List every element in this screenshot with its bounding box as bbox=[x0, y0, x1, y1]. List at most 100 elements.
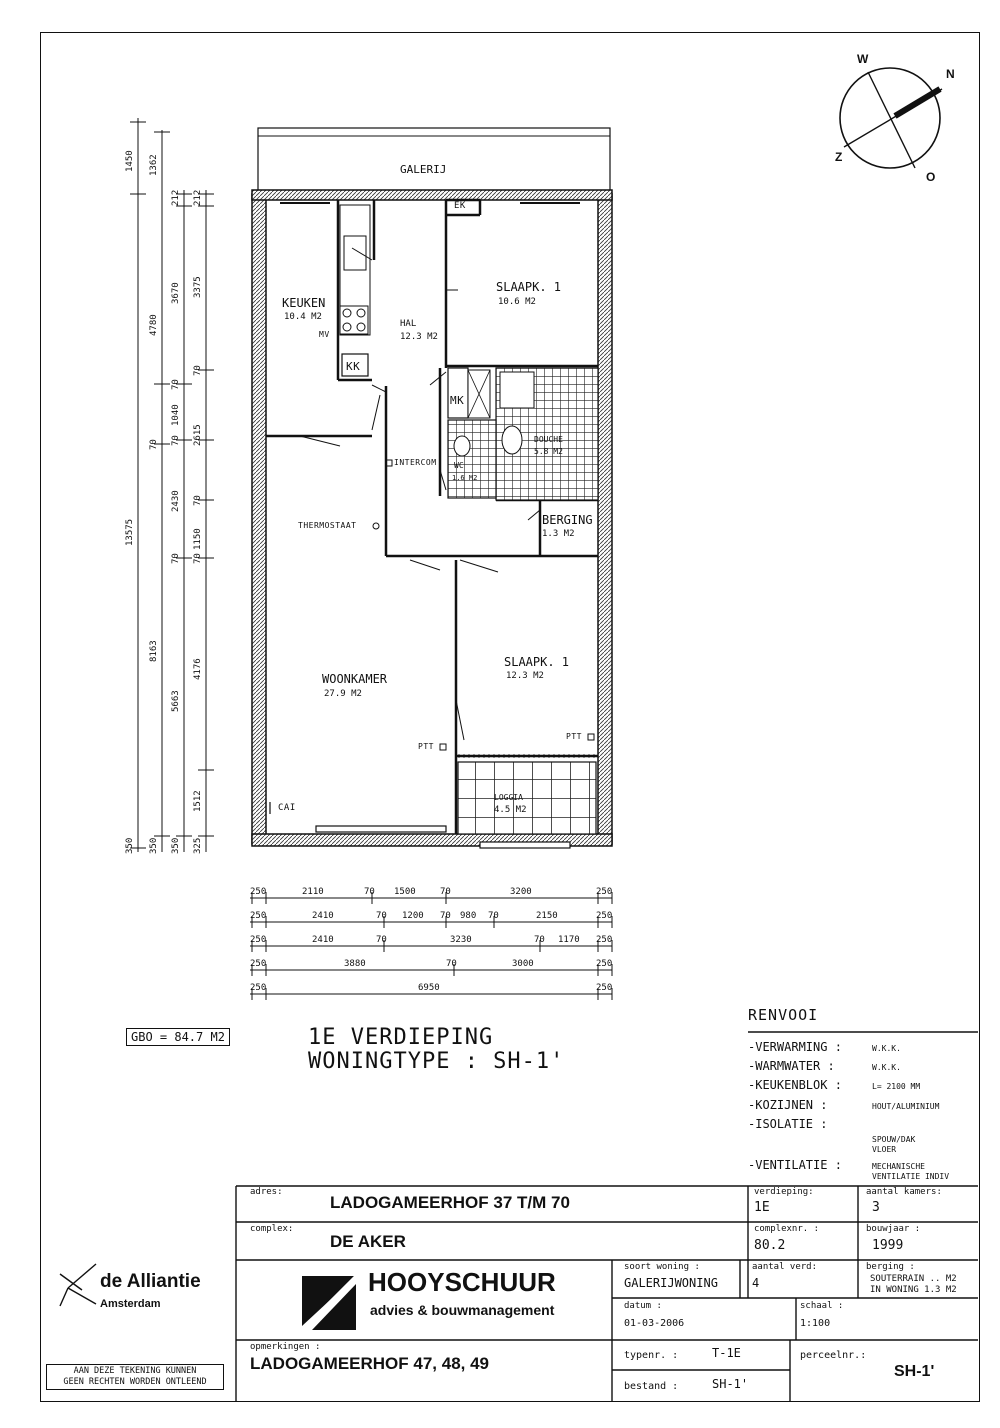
datum-label: datum : bbox=[624, 1301, 662, 1311]
room-keuken: KEUKEN bbox=[282, 296, 326, 310]
fixture-thermostaat: THERMOSTAAT bbox=[298, 521, 357, 530]
room-douche: DOUCHE bbox=[534, 435, 563, 444]
room-loggia: LOGGIA bbox=[494, 793, 523, 802]
aantal-kamers-label: aantal kamers: bbox=[866, 1187, 942, 1197]
hdim: 250 bbox=[596, 983, 613, 993]
perceelnr-value: SH-1' bbox=[894, 1363, 935, 1380]
renvooi-label: -ISOLATIE : bbox=[748, 1117, 828, 1131]
complexnr-label: complexnr. : bbox=[754, 1224, 820, 1234]
room-hal-area: 12.3 M2 bbox=[400, 332, 438, 342]
typenr-value: T-1E bbox=[712, 1346, 741, 1360]
room-slaapk1-top: SLAAPK. 1 bbox=[496, 280, 562, 294]
vdim: 4176 bbox=[193, 658, 203, 680]
vdim: 350 bbox=[125, 837, 135, 854]
compass-w: W bbox=[857, 52, 869, 66]
hdim: 250 bbox=[250, 983, 267, 993]
hooyschuur-logo-sub: advies & bouwmanagement bbox=[370, 1302, 555, 1318]
schaal-label: schaal : bbox=[800, 1301, 844, 1311]
fixture-cai: CAI bbox=[278, 803, 296, 813]
adres-label: adres: bbox=[250, 1187, 283, 1197]
renvooi-value: W.K.K. bbox=[872, 1063, 901, 1072]
vdim: 350 bbox=[171, 837, 181, 854]
vdim: 70 bbox=[149, 439, 159, 450]
fixture-kk: KK bbox=[346, 360, 361, 373]
bestand-label: bestand : bbox=[624, 1381, 679, 1392]
disclaimer-note: AAN DEZE TEKENING KUNNEN GEEN RECHTEN WO… bbox=[46, 1364, 224, 1390]
hdim: 1170 bbox=[558, 935, 580, 945]
gbo-box: GBO = 84.7 M2 bbox=[126, 1028, 230, 1046]
vdim: 350 bbox=[149, 837, 159, 854]
hdim: 250 bbox=[596, 935, 613, 945]
hdim: 2410 bbox=[312, 911, 334, 921]
fixture-intercom: INTERCOM bbox=[394, 458, 437, 467]
room-woonkamer: WOONKAMER bbox=[322, 672, 388, 686]
vdim: 1450 bbox=[125, 150, 135, 172]
room-loggia-area: 4.5 M2 bbox=[494, 805, 527, 815]
vdim: 1362 bbox=[149, 154, 159, 176]
aantal-verd-label: aantal verd: bbox=[752, 1262, 818, 1272]
vdim: 2615 bbox=[193, 424, 203, 446]
aantal-verd-value: 4 bbox=[752, 1276, 760, 1290]
hdim: 250 bbox=[596, 887, 613, 897]
bouwjaar-value: 1999 bbox=[872, 1238, 904, 1253]
vdim: 70 bbox=[193, 495, 203, 506]
alliantie-logo-text: de Alliantie bbox=[100, 1271, 201, 1292]
soort-woning-label: soort woning : bbox=[624, 1262, 700, 1272]
complexnr-value: 80.2 bbox=[754, 1238, 786, 1253]
hdim: 250 bbox=[596, 959, 613, 969]
renvooi-value: W.K.K. bbox=[872, 1044, 901, 1053]
alliantie-logo-sub: Amsterdam bbox=[100, 1298, 161, 1310]
berging-line1: SOUTERRAIN .. M2 bbox=[870, 1274, 957, 1284]
disclaimer-line2: GEEN RECHTEN WORDEN ONTLEEND bbox=[63, 1377, 207, 1387]
hdim: 70 bbox=[376, 935, 387, 945]
compass-z: Z bbox=[835, 150, 843, 164]
vdim: 70 bbox=[171, 435, 181, 446]
room-slaapk1-top-area: 10.6 M2 bbox=[498, 297, 536, 307]
typenr-label: typenr. : bbox=[624, 1350, 679, 1361]
vdim: 3375 bbox=[193, 276, 203, 298]
hdim: 70 bbox=[364, 887, 375, 897]
berging-line2: IN WONING 1.3 M2 bbox=[870, 1285, 957, 1295]
drawing-title: 1E VERDIEPING WONINGTYPE : SH-1' bbox=[308, 1026, 564, 1074]
room-wc: WC bbox=[454, 461, 464, 470]
fixture-mk: MK bbox=[450, 394, 465, 407]
drawing-frame bbox=[40, 32, 980, 1402]
room-woonkamer-area: 27.9 M2 bbox=[324, 689, 362, 699]
vdim: 5663 bbox=[171, 690, 181, 712]
vdim: 325 bbox=[193, 837, 203, 854]
hdim: 70 bbox=[534, 935, 545, 945]
fixture-ptt-right: PTT bbox=[566, 732, 582, 741]
hdim: 250 bbox=[596, 911, 613, 921]
vdim: 70 bbox=[193, 553, 203, 564]
vdim: 2430 bbox=[171, 490, 181, 512]
hdim: 3230 bbox=[450, 935, 472, 945]
renvooi-title: RENVOOI bbox=[748, 1006, 819, 1024]
compass-n: N bbox=[946, 67, 956, 81]
hdim: 3200 bbox=[510, 887, 532, 897]
fixture-ptt-left: PTT bbox=[418, 742, 434, 751]
hdim: 3880 bbox=[344, 959, 366, 969]
schaal-value: 1:100 bbox=[800, 1318, 831, 1329]
vdim: 1512 bbox=[193, 790, 203, 812]
perceelnr-label: perceelnr.: bbox=[800, 1350, 867, 1361]
opmerkingen-label: opmerkingen : bbox=[250, 1342, 321, 1352]
title-line2: WONINGTYPE : SH-1' bbox=[308, 1049, 565, 1074]
vdim: 70 bbox=[171, 553, 181, 564]
hdim: 70 bbox=[488, 911, 499, 921]
vdim: 13575 bbox=[125, 518, 135, 546]
renvooi-value: VENTILATIE INDIV bbox=[872, 1172, 950, 1181]
soort-woning-value: GALERIJWONING bbox=[624, 1276, 718, 1290]
room-slaapk1-bottom: SLAAPK. 1 bbox=[504, 655, 570, 669]
vdim: 212 bbox=[193, 189, 203, 206]
datum-value: 01-03-2006 bbox=[624, 1318, 685, 1329]
vdim: 1040 bbox=[171, 404, 181, 426]
renvooi-value: MECHANISCHE bbox=[872, 1162, 925, 1171]
vdim: 3670 bbox=[171, 282, 181, 304]
renvooi-label: -KEUKENBLOK : bbox=[748, 1078, 842, 1092]
hdim: 1200 bbox=[402, 911, 424, 921]
hdim: 70 bbox=[440, 911, 451, 921]
verdieping-value: 1E bbox=[754, 1200, 770, 1215]
room-slaapk1-bottom-area: 12.3 M2 bbox=[506, 671, 544, 681]
vdim: 1150 bbox=[193, 528, 203, 550]
